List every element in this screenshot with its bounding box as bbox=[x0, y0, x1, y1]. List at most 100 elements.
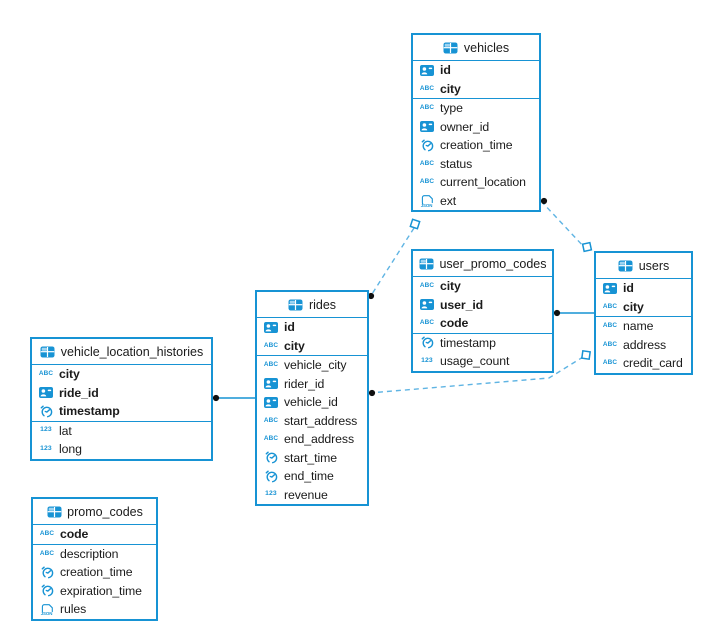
id-badge-icon bbox=[263, 321, 279, 333]
column-row-ride_id[interactable]: ride_id bbox=[32, 384, 211, 403]
column-name: user_id bbox=[440, 297, 484, 312]
table-icon bbox=[618, 260, 634, 272]
number-123-icon: 123 bbox=[421, 356, 433, 364]
relation-vehicles-users bbox=[540, 197, 593, 253]
table-icon bbox=[288, 299, 304, 311]
relation-dot-marker[interactable] bbox=[367, 292, 375, 300]
table-header[interactable]: vehicle_location_histories bbox=[32, 339, 211, 365]
abc-text-icon: ABC bbox=[419, 282, 435, 290]
relation-square-marker[interactable] bbox=[580, 349, 592, 361]
column-row-id[interactable]: id bbox=[413, 61, 539, 80]
column-row-rider_id[interactable]: rider_id bbox=[257, 375, 367, 394]
column-row-address[interactable]: ABC address bbox=[596, 336, 691, 355]
column-row-timestamp[interactable]: timestamp bbox=[32, 402, 211, 421]
abc-text-icon: ABC bbox=[39, 530, 55, 538]
column-name: address bbox=[623, 337, 667, 352]
primary-key-section: ABC code bbox=[33, 525, 156, 544]
column-row-city[interactable]: ABC city bbox=[413, 277, 552, 296]
table-header[interactable]: rides bbox=[257, 292, 367, 318]
abc-text-icon: ABC bbox=[263, 435, 279, 443]
column-name: code bbox=[60, 527, 89, 542]
relation-square-marker[interactable] bbox=[409, 218, 421, 230]
column-row-creation_time[interactable]: creation_time bbox=[33, 563, 156, 582]
column-name: vehicle_id bbox=[284, 395, 338, 410]
relation-user_promo_codes-users bbox=[553, 309, 594, 317]
relation-line[interactable] bbox=[540, 200, 586, 249]
column-row-code[interactable]: ABC code bbox=[33, 525, 156, 544]
relation-line[interactable] bbox=[368, 356, 584, 394]
column-name: city bbox=[284, 338, 305, 353]
table-header[interactable]: user_promo_codes bbox=[413, 251, 552, 277]
table-header[interactable]: vehicles bbox=[413, 35, 539, 61]
id-badge-icon bbox=[38, 387, 54, 399]
table-header[interactable]: promo_codes bbox=[33, 499, 156, 525]
table-icon bbox=[46, 506, 62, 518]
relation-square-marker[interactable] bbox=[581, 241, 593, 253]
abc-text-icon: ABC bbox=[38, 370, 54, 378]
relation-dot-marker[interactable] bbox=[540, 197, 548, 205]
relation-dot-marker[interactable] bbox=[553, 309, 561, 317]
column-row-owner_id[interactable]: owner_id bbox=[413, 118, 539, 137]
column-row-end_time[interactable]: end_time bbox=[257, 467, 367, 486]
clock-icon bbox=[39, 566, 55, 579]
id-badge-icon bbox=[602, 282, 618, 294]
column-row-creation_time[interactable]: creation_time bbox=[413, 136, 539, 155]
relation-dot-marker[interactable] bbox=[368, 389, 376, 397]
column-row-timestamp[interactable]: timestamp bbox=[413, 334, 552, 353]
column-row-expiration_time[interactable]: expiration_time bbox=[33, 582, 156, 601]
relation-line[interactable] bbox=[371, 227, 415, 295]
column-name: long bbox=[59, 442, 82, 457]
column-name: id bbox=[440, 63, 451, 78]
column-row-user_id[interactable]: user_id bbox=[413, 296, 552, 315]
abc-text-icon: ABC bbox=[602, 322, 618, 330]
column-row-id[interactable]: id bbox=[257, 318, 367, 337]
column-row-id[interactable]: id bbox=[596, 279, 691, 298]
abc-text-icon: ABC bbox=[602, 340, 618, 348]
column-row-vehicle_id[interactable]: vehicle_id bbox=[257, 393, 367, 412]
column-name: rider_id bbox=[284, 376, 325, 391]
column-name: city bbox=[440, 279, 461, 294]
table-icon bbox=[40, 346, 56, 358]
column-name: ride_id bbox=[59, 385, 99, 400]
table-title: users bbox=[638, 258, 670, 273]
table-header[interactable]: users bbox=[596, 253, 691, 279]
column-row-start_time[interactable]: start_time bbox=[257, 449, 367, 468]
table-title: vehicles bbox=[463, 40, 510, 55]
relation-dot-marker[interactable] bbox=[212, 394, 220, 402]
table-icon bbox=[418, 258, 434, 270]
